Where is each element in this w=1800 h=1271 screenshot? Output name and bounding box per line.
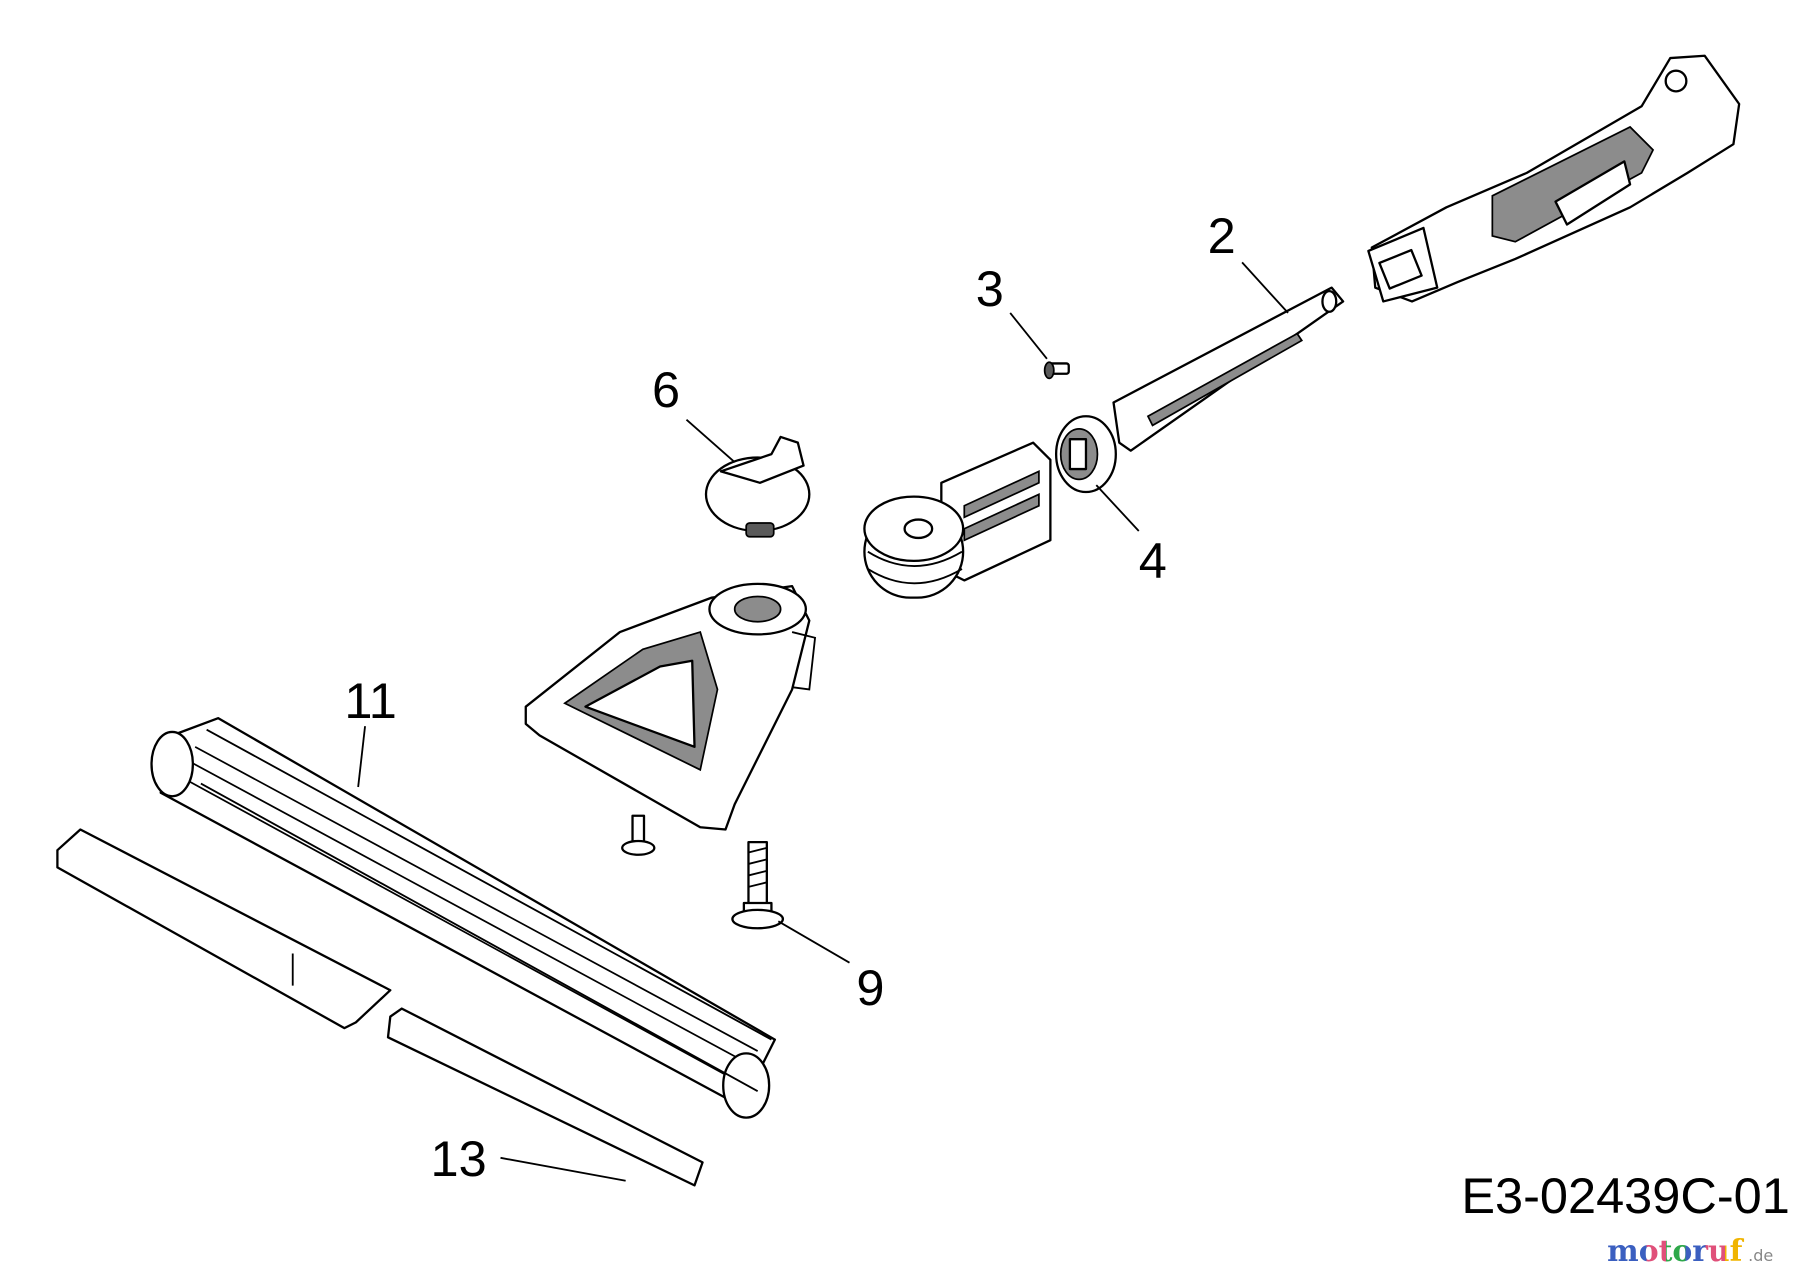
part-13-rod [56,828,704,1187]
watermark-logo: motoruf [1607,1234,1745,1269]
rivet-pin [621,814,656,856]
label-part-13: 13 [430,1130,486,1187]
label-part-3: 3 [976,260,1004,317]
drawing-code: E3-02439C-01 [1461,1167,1789,1224]
part-9-bolt [731,840,785,930]
leader-9 [777,920,850,964]
part-4-ring [1054,415,1117,494]
coupler-hub [863,441,1052,599]
label-part-11: 11 [344,672,396,729]
part-11-roller [150,717,777,1119]
leader-6 [685,418,736,463]
leader-2 [1241,261,1289,314]
label-part-2: 2 [1208,207,1236,264]
leader-4 [1095,484,1140,532]
leader-11 [357,726,366,788]
bracket-shoe [524,582,817,831]
label-part-6: 6 [652,361,680,418]
leader-3 [1009,312,1048,360]
label-part-9: 9 [856,959,884,1016]
part-3-screw [1043,361,1070,380]
watermark-suffix: .de [1748,1246,1773,1265]
leader-lines [357,261,1289,1182]
part-2-rail [1112,286,1345,452]
handle-grip [1367,54,1741,303]
part-6-knob [704,435,811,538]
label-part-4: 4 [1139,532,1167,589]
leader-13 [500,1156,626,1182]
